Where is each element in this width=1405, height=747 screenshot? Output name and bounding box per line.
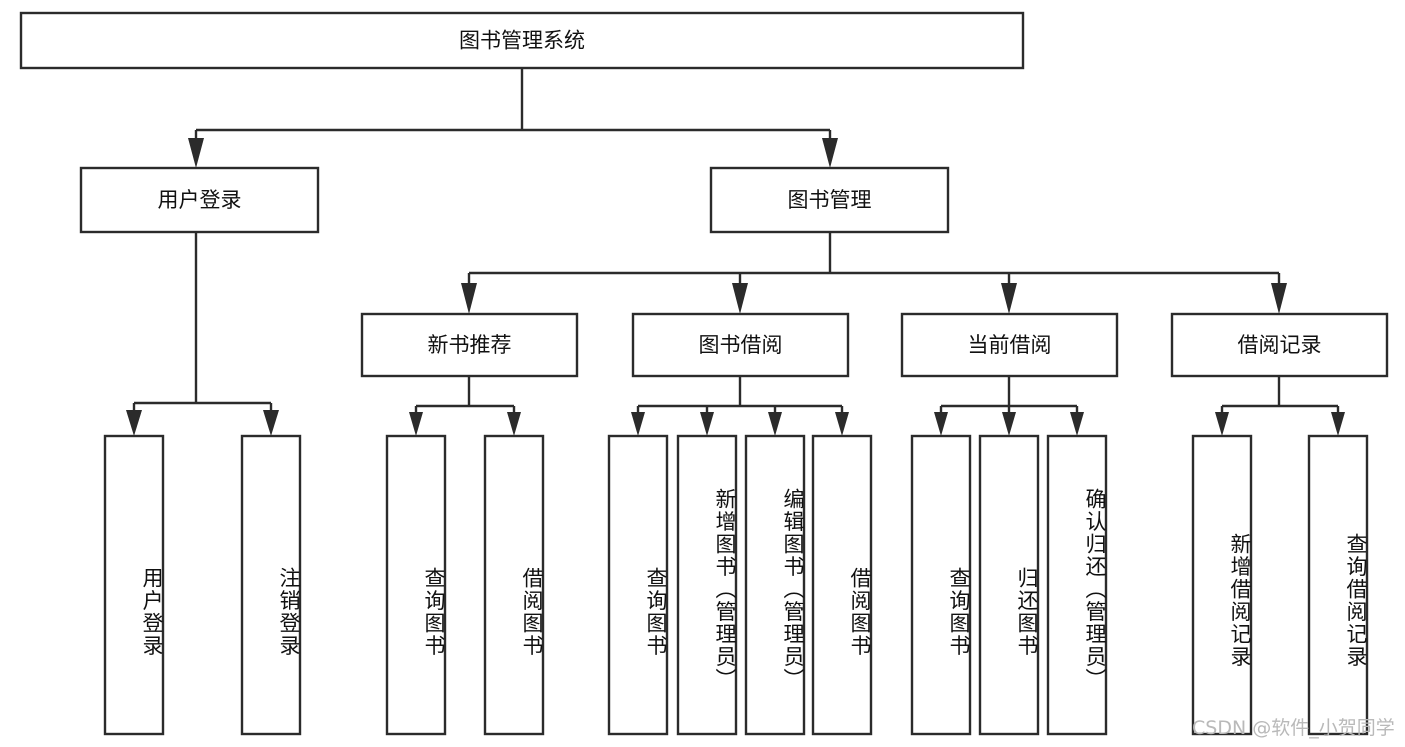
arrow-bookmgmt-to-current [1001,283,1017,314]
arrow-current-leaf-1 [934,412,948,436]
arrow-borrow-leaf-3 [768,412,782,436]
leaf-box-newbook-borrow[interactable] [483,434,545,736]
leaf-box-record-query[interactable] [1307,434,1369,736]
arrow-bookmgmt-to-newbook [461,283,477,314]
node-current-borrow-box[interactable] [900,312,1119,378]
arrow-borrow-leaf-4 [835,412,849,436]
arrow-newbook-leaf-2 [507,412,521,436]
leaf-box-borrow-add[interactable] [676,434,738,736]
leaf-box-borrow-lend[interactable] [811,434,873,736]
arrow-borrow-leaf-1 [631,412,645,436]
arrow-record-leaf-2 [1331,412,1345,436]
node-user-login-label: 用户登录 [158,188,242,212]
leaf-box-record-add[interactable] [1191,434,1253,736]
node-current-borrow-label: 当前借阅 [968,333,1052,357]
leaf-box-current-return[interactable] [978,434,1040,736]
leaf-box-layer [103,434,1369,736]
arrow-root-to-book-mgmt [822,138,838,168]
csdn-watermark: CSDN @软件_小贺同学 [1192,717,1395,739]
arrow-newbook-leaf-1 [409,412,423,436]
node-book-borrow-box[interactable] [631,312,850,378]
arrow-bookmgmt-to-record [1271,283,1287,314]
node-book-management-box[interactable] [709,166,950,234]
leaf-box-current-query[interactable] [910,434,972,736]
leaf-box-logout[interactable] [240,434,302,736]
node-user-login[interactable]: 用户登录 [79,166,320,234]
node-new-book-recommend-box[interactable] [360,312,579,378]
leaf-box-newbook-query[interactable] [385,434,447,736]
arrow-current-leaf-3 [1070,412,1084,436]
arrow-root-to-user-login [188,138,204,168]
node-current-borrow[interactable]: 当前借阅 [900,312,1119,378]
node-borrow-record-box[interactable] [1170,312,1389,378]
node-root-label: 图书管理系统 [459,29,585,53]
leaf-box-borrow-edit[interactable] [744,434,806,736]
node-new-book-recommend-label: 新书推荐 [428,333,512,357]
arrow-borrow-leaf-2 [700,412,714,436]
arrow-bookmgmt-to-borrow [732,283,748,314]
arrow-record-leaf-1 [1215,412,1229,436]
leaf-box-borrow-query[interactable] [607,434,669,736]
node-book-borrow[interactable]: 图书借阅 [631,312,850,378]
arrow-userlogin-leaf-1 [126,410,142,436]
node-root[interactable]: 图书管理系统 [19,11,1025,70]
arrow-userlogin-leaf-2 [263,410,279,436]
node-root-box[interactable] [19,11,1025,70]
node-book-management-label: 图书管理 [788,188,872,212]
node-new-book-recommend[interactable]: 新书推荐 [360,312,579,378]
connector-layer [126,68,1345,436]
node-borrow-record-label: 借阅记录 [1238,333,1322,357]
leaf-box-user-login[interactable] [103,434,165,736]
arrow-current-leaf-2 [1002,412,1016,436]
node-book-borrow-label: 图书借阅 [699,333,783,357]
node-borrow-record[interactable]: 借阅记录 [1170,312,1389,378]
node-book-management[interactable]: 图书管理 [709,166,950,234]
leaf-box-current-confirm[interactable] [1046,434,1108,736]
node-user-login-box[interactable] [79,166,320,234]
